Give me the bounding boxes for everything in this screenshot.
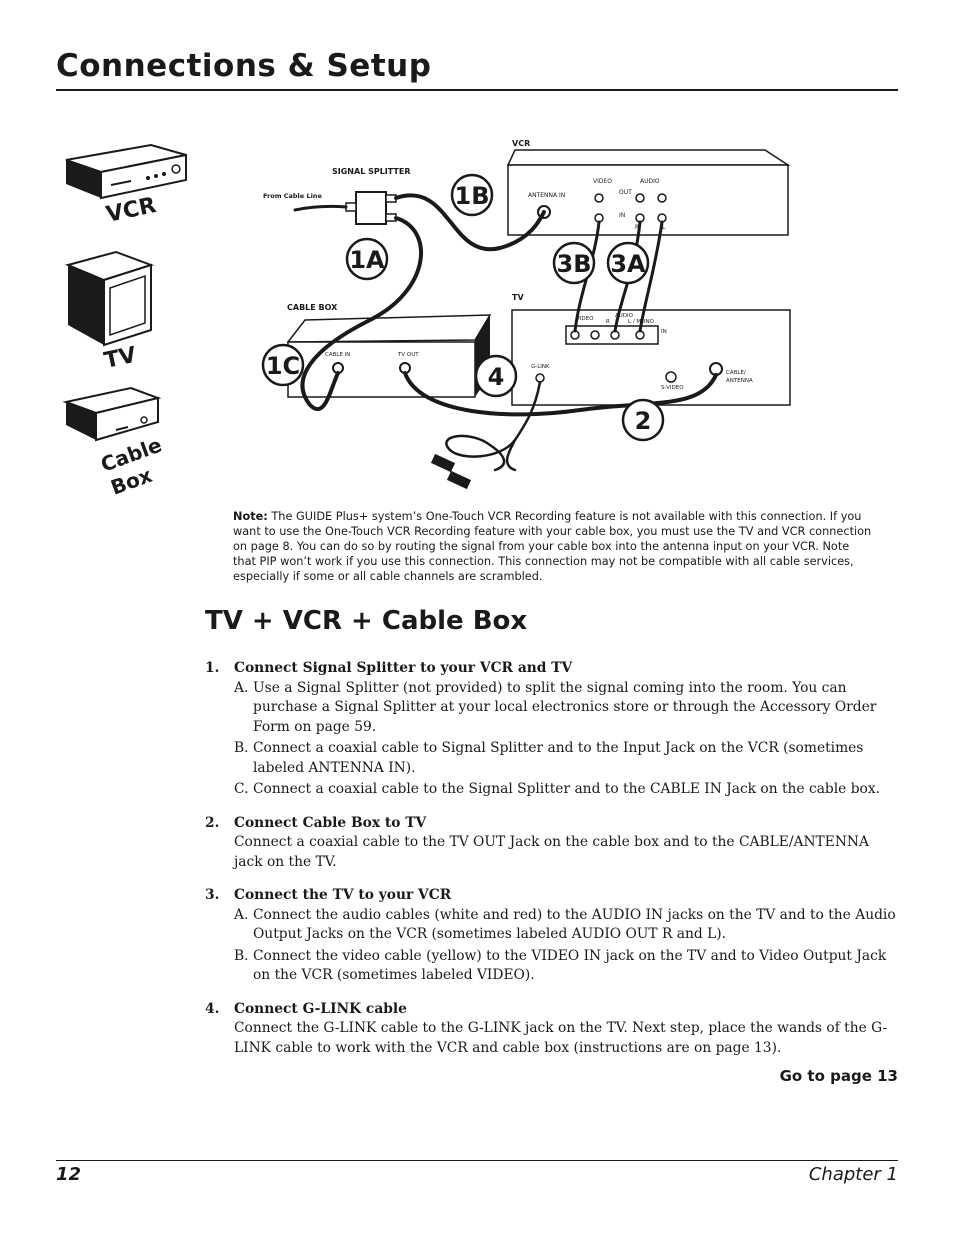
cable-box-diagram-label: CABLE BOX xyxy=(287,303,338,312)
step-body: Connect a coaxial cable to the TV OUT Ja… xyxy=(234,834,869,870)
substep-text: Connect the audio cables (white and red)… xyxy=(253,906,896,943)
tv-audio-label: AUDIO xyxy=(615,313,634,319)
substep-text: Use a Signal Splitter (not provided) to … xyxy=(253,679,877,735)
badge-3b: 3B xyxy=(552,241,596,285)
vcr-r-label: R xyxy=(635,224,639,231)
audio-cable-l-3a xyxy=(638,220,664,333)
connection-diagram: VCR ANTENNA IN VIDEO AUDIO OUT IN R L SI… xyxy=(261,139,791,490)
cable-in-label: CABLE IN xyxy=(325,352,350,358)
badge-1b-text: 1B xyxy=(455,182,490,210)
badge-1c: 1C xyxy=(261,343,305,387)
cable-antenna-label-2: ANTENNA xyxy=(726,378,753,384)
vcr-video-label: VIDEO xyxy=(593,178,612,185)
vcr-audio-r-out-jack xyxy=(635,193,645,203)
vcr-unit xyxy=(506,149,791,236)
incoming-cable-line xyxy=(293,204,348,212)
substep-letter: A. xyxy=(234,906,249,923)
tv-video-label: VIDEO xyxy=(576,316,594,322)
substep-letter: B. xyxy=(234,740,249,756)
badge-3a: 3A xyxy=(606,241,650,285)
steps-list: 1. Connect Signal Splitter to your VCR an… xyxy=(205,659,900,1072)
note-label: Note: xyxy=(233,510,268,523)
cable-box-device-icon xyxy=(62,386,162,442)
g-link-wand-1 xyxy=(430,453,456,473)
s-video-label: S-VIDEO xyxy=(661,385,684,391)
vcr-in-label: IN xyxy=(619,212,625,219)
badge-3b-text: 3B xyxy=(557,250,592,278)
substep-letter: A. xyxy=(234,679,249,696)
tv-out-label: TV OUT xyxy=(397,352,419,358)
antenna-in-label: ANTENNA IN xyxy=(528,192,565,199)
page-number: 12 xyxy=(56,1164,82,1185)
substep-letter: C. xyxy=(234,781,249,797)
badge-2-text: 2 xyxy=(635,407,652,435)
vcr-l-label: L xyxy=(662,224,666,231)
tv-label: TV xyxy=(102,343,139,374)
footer-rule xyxy=(56,1160,898,1161)
page-title: Connections & Setup xyxy=(56,48,432,84)
s-video-jack xyxy=(665,371,677,383)
substep-text: Connect a coaxial cable to Signal Splitt… xyxy=(253,740,864,776)
step-body: Connect the G-LINK cable to the G-LINK j… xyxy=(234,1020,888,1056)
badge-3a-text: 3A xyxy=(610,250,646,278)
badge-2: 2 xyxy=(621,398,665,442)
step-title: Connect the TV to your VCR xyxy=(234,887,452,903)
g-link-wand-2 xyxy=(446,470,472,490)
substep-letter: B. xyxy=(234,947,249,964)
vcr-diagram-label: VCR xyxy=(512,139,530,148)
badge-1b: 1B xyxy=(450,173,494,217)
vcr-video-out-jack xyxy=(594,193,604,203)
tv-r-label: R xyxy=(606,319,610,325)
cable-antenna-label-1: CABLE/ xyxy=(726,370,746,376)
step-number: 1. xyxy=(205,660,220,676)
cable-box-unit xyxy=(286,314,492,398)
substep-text: Connect a coaxial cable to the Signal Sp… xyxy=(253,781,881,797)
g-link-cable xyxy=(445,380,542,472)
cable-2 xyxy=(403,371,718,417)
go-to-page-link[interactable]: Go to page 13 xyxy=(779,1067,898,1085)
signal-splitter xyxy=(355,191,387,225)
badge-1c-text: 1C xyxy=(266,352,300,380)
step-4: 4. Connect G-LINK cable Connect the G-LI… xyxy=(205,1000,900,1059)
g-link-label: G-LINK xyxy=(531,364,550,370)
step-title: Connect Signal Splitter to your VCR and … xyxy=(234,660,573,676)
vcr-label: VCR xyxy=(104,193,158,228)
step-2: 2. Connect Cable Box to TV Connect a coax… xyxy=(205,814,900,873)
badge-4: 4 xyxy=(474,354,518,398)
vcr-out-label: OUT xyxy=(619,189,632,196)
device-icons: VCR TV Cable Box xyxy=(62,143,187,500)
badge-1a-text: 1A xyxy=(349,246,385,274)
step-3: 3. Connect the TV to your VCR A.Connect … xyxy=(205,886,900,986)
tv-device-icon xyxy=(64,250,155,347)
substep-text: Connect the video cable (yellow) to the … xyxy=(253,947,887,984)
badge-1a: 1A xyxy=(345,237,389,281)
header-rule xyxy=(56,89,898,91)
cable-1b xyxy=(394,193,546,252)
tv-in-label: IN xyxy=(661,329,667,335)
vcr-audio-label: AUDIO xyxy=(640,178,660,185)
chapter-label: Chapter 1 xyxy=(808,1164,898,1185)
tv-diagram-label: TV xyxy=(512,293,524,302)
badge-4-text: 4 xyxy=(488,363,505,391)
step-number: 2. xyxy=(205,814,220,831)
note-text: The GUIDE Plus+ system’s One-Touch VCR R… xyxy=(233,510,872,583)
step-title: Connect Cable Box to TV xyxy=(234,814,427,831)
cable-1c xyxy=(300,216,423,411)
note-paragraph: Note: The GUIDE Plus+ system’s One-Touch… xyxy=(233,509,873,584)
vcr-device-icon xyxy=(65,143,187,200)
section-title: TV + VCR + Cable Box xyxy=(205,606,528,636)
vcr-audio-l-out-jack xyxy=(657,193,667,203)
from-cable-line-label: From Cable Line xyxy=(263,192,322,200)
step-number: 3. xyxy=(205,887,220,903)
step-number: 4. xyxy=(205,1000,220,1017)
signal-splitter-label: SIGNAL SPLITTER xyxy=(332,167,411,176)
step-title: Connect G-LINK cable xyxy=(234,1000,407,1017)
step-1: 1. Connect Signal Splitter to your VCR an… xyxy=(205,659,900,800)
